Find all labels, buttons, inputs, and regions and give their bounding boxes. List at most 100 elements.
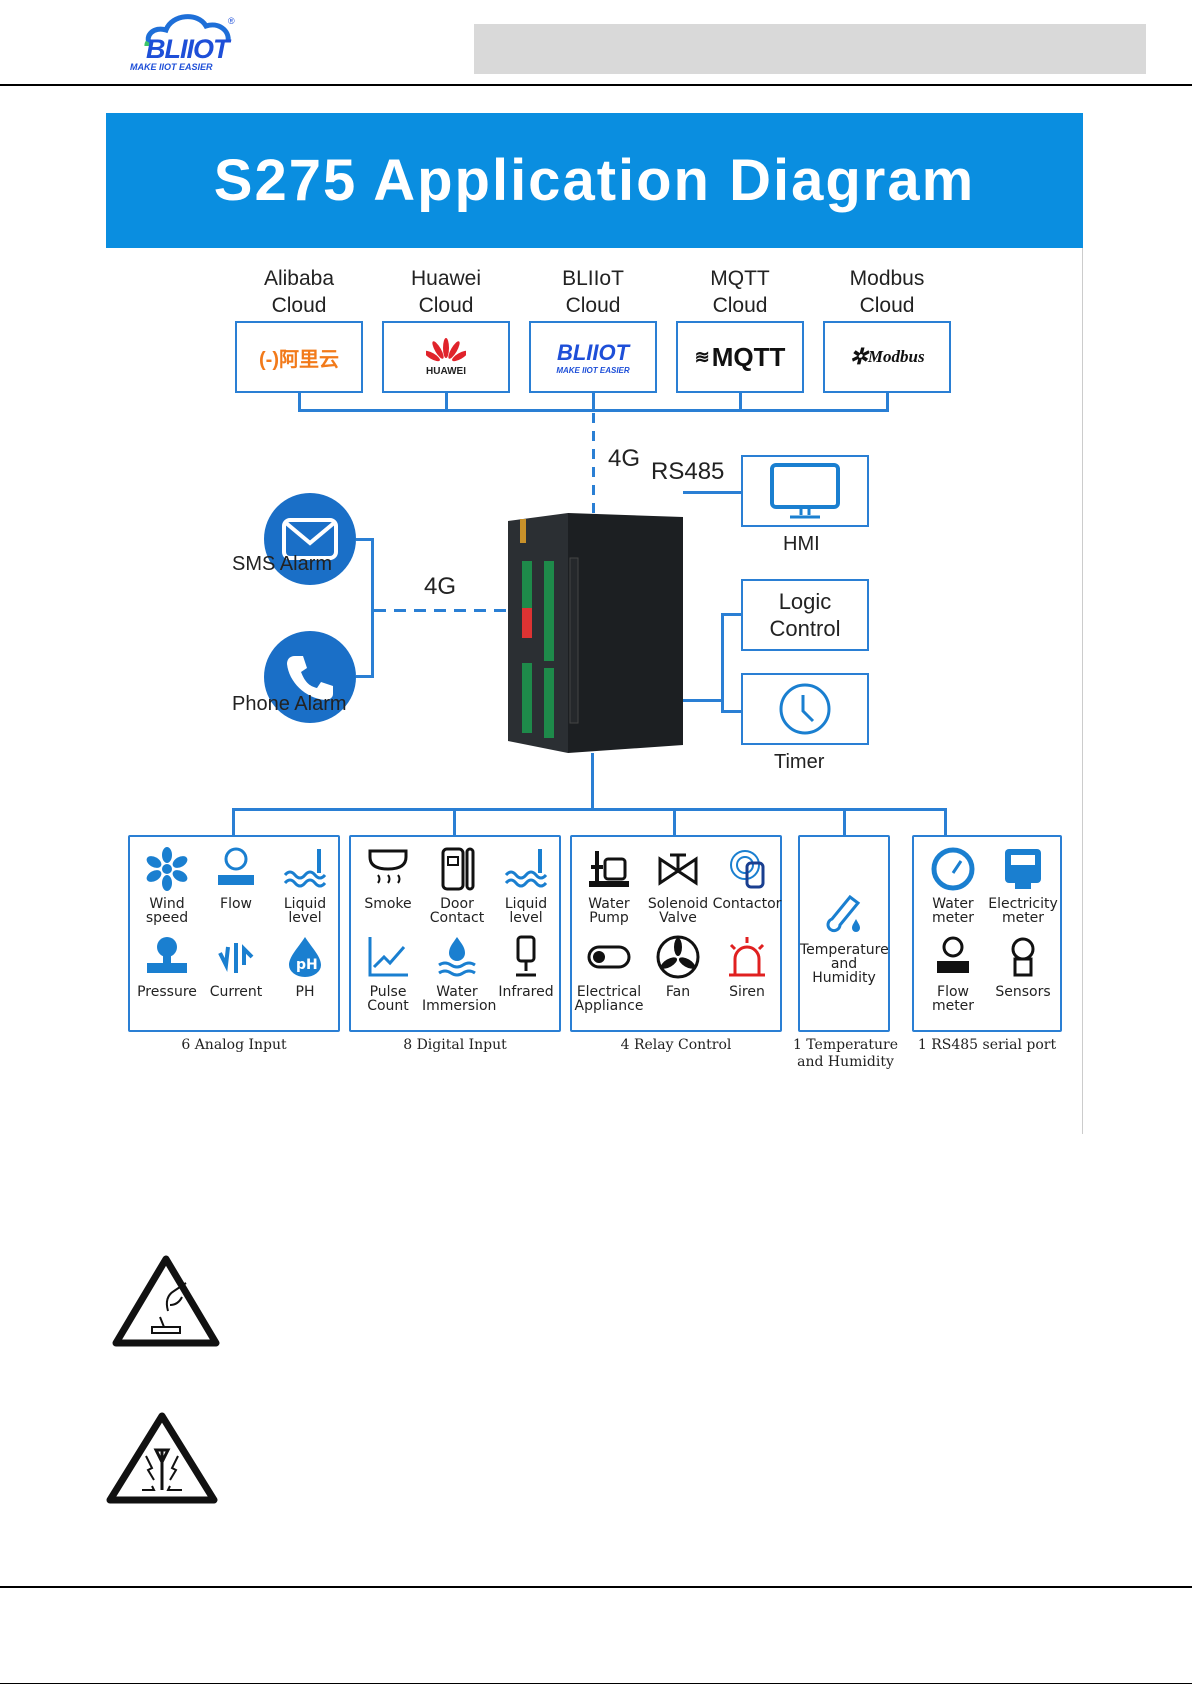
4g-uplink-dashed — [592, 413, 595, 513]
flow-meter-icon — [218, 847, 254, 885]
water-meter-icon — [931, 847, 975, 891]
io-bus-line — [232, 808, 946, 811]
registered-mark: ® — [228, 16, 235, 26]
footer-rule — [0, 1586, 1192, 1588]
bliiot-logo: ® BLIIOT MAKE IIOT EASIER — [128, 12, 248, 74]
hmi-label: HMI — [783, 533, 820, 555]
s275-device-image — [508, 513, 683, 763]
siren-icon — [729, 937, 765, 977]
contactor-item: Contactor — [712, 847, 782, 911]
pressure-gauge-icon — [147, 937, 187, 973]
alibaba-cloud-logo: (-)阿里云 — [235, 321, 363, 393]
pulse-chart-icon — [368, 937, 408, 977]
logo-tagline: MAKE IIOT EASIER — [130, 62, 213, 72]
toggle-switch-icon — [587, 945, 631, 969]
current-icon — [218, 943, 254, 973]
bliiot-cloud-logo: BLIIOT MAKE IIOT EASIER — [529, 321, 657, 393]
relay-control-caption: 4 Relay Control — [620, 1037, 732, 1053]
header-gray-bar — [474, 24, 1146, 74]
sensor-icon — [1011, 937, 1035, 977]
solenoid-valve-icon — [658, 853, 698, 886]
4g-alarm-dashed — [374, 609, 508, 612]
svg-text:pH: pH — [296, 957, 318, 973]
logo-wordmark: BLIIOT — [146, 34, 229, 64]
smoke-detector-icon — [368, 849, 408, 884]
fan-item: Fan — [643, 935, 713, 999]
rs485-port-caption: 1 RS485 serial port — [917, 1037, 1057, 1053]
electricity-meter-icon — [1005, 849, 1041, 889]
mqtt-cloud-logo: ≋MQTT — [676, 321, 804, 393]
timer-label: Timer — [774, 751, 825, 773]
phone-alarm-label: Phone Alarm — [232, 693, 347, 715]
hand-switch-warning-icon — [112, 1255, 220, 1347]
smoke-item: Smoke — [353, 847, 423, 911]
cloud-bus-line — [298, 409, 889, 412]
siren-item: Siren — [712, 935, 782, 999]
phone-alarm-icon — [264, 631, 356, 723]
ph-drop-icon: pH — [289, 937, 321, 977]
hmi-box — [741, 455, 869, 527]
wind-speed-icon — [146, 847, 188, 891]
water-drop-icon — [438, 937, 476, 977]
modbus-gear-icon: ✲ — [849, 344, 868, 369]
pressure-item: Pressure — [132, 935, 202, 999]
mqtt-wave-icon: ≋ — [694, 346, 710, 367]
timer-box — [741, 673, 869, 745]
door-contact-icon — [441, 847, 475, 891]
liquid-level-icon — [283, 849, 327, 888]
huawei-cloud-logo: HUAWEI — [382, 321, 510, 393]
water-pump-icon — [589, 851, 629, 887]
radio-interference-warning-icon — [106, 1412, 218, 1504]
cloud-logo-icon — [144, 14, 231, 46]
bottom-rule — [0, 1683, 1192, 1684]
huawei-petal-icon — [426, 337, 466, 361]
4g-uplink-label: 4G — [608, 445, 641, 472]
current-item: Current — [201, 935, 271, 999]
liquid-level-icon — [504, 849, 548, 888]
infrared-sensor-icon — [516, 935, 536, 977]
infrared-item: Infrared — [491, 935, 561, 999]
modbus-cloud-logo: ✲Modbus — [823, 321, 951, 393]
thermometer-drop-icon — [826, 894, 861, 933]
flow-meter-black-icon — [937, 936, 969, 973]
sms-alarm-icon — [264, 493, 356, 585]
sms-alarm-label: SMS Alarm — [232, 553, 333, 575]
touch-contactor-icon — [730, 850, 765, 889]
clock-icon — [779, 683, 831, 735]
diagram-title: S275 Application Diagram — [106, 113, 1083, 248]
monitor-icon — [770, 463, 840, 519]
fan-icon — [656, 935, 700, 979]
4g-alarm-label: 4G — [424, 573, 457, 600]
flow-item: Flow — [201, 847, 271, 911]
digital-input-caption: 8 Digital Input — [403, 1037, 507, 1053]
sensors-item: Sensors — [988, 935, 1058, 999]
header-rule — [0, 84, 1192, 86]
rs485-label: RS485 — [651, 458, 725, 485]
